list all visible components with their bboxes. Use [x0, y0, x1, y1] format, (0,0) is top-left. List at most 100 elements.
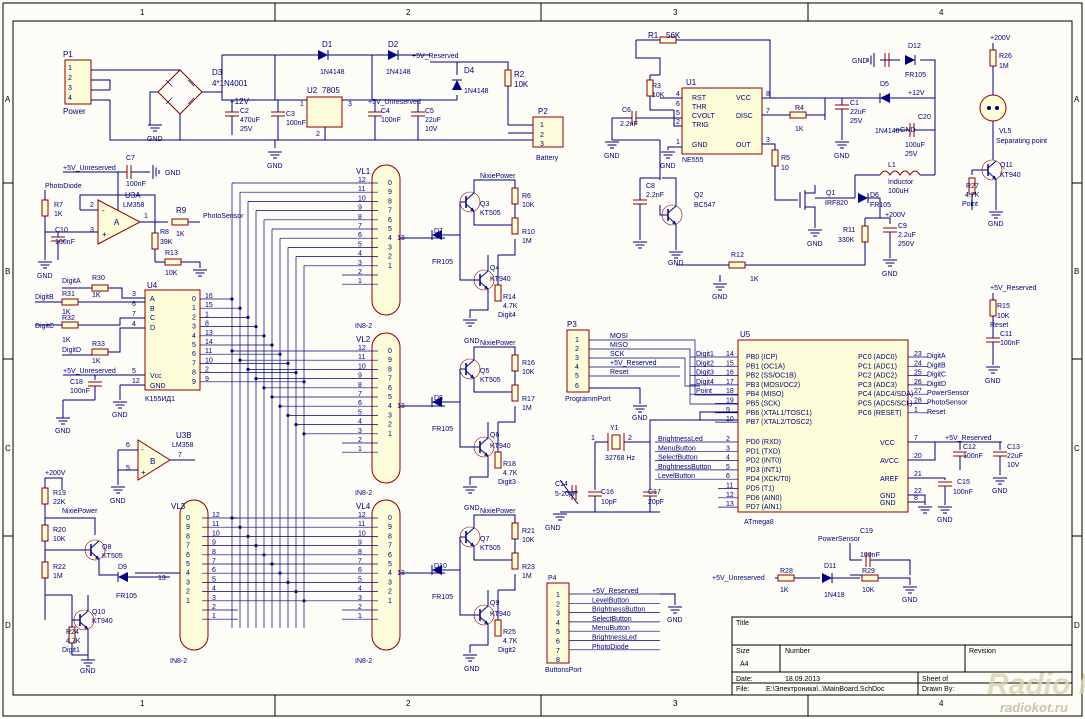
mcu-pin-label: PC0 (ADC0) — [858, 354, 897, 361]
svg-text:GND: GND — [464, 505, 480, 512]
svg-text:TRIG: TRIG — [692, 122, 709, 129]
mcu-pin-num: 15 — [726, 360, 734, 367]
svg-text:R23: R23 — [522, 564, 535, 571]
mcu-pin-label: PB6 (XTAL1/TOSC1) — [746, 410, 812, 417]
svg-text:R6: R6 — [522, 193, 531, 200]
mcu-u5 — [737, 339, 909, 513]
p3-pin-num: 1 — [575, 337, 579, 344]
svg-text:R32: R32 — [62, 315, 75, 322]
svg-text:13: 13 — [158, 575, 166, 582]
q2-ref: Q2 — [694, 192, 703, 199]
connector-p4 — [546, 582, 570, 664]
p4-net-label: LevelButton — [592, 597, 629, 604]
mcu-pin-label: PC1 (ADC1) — [858, 363, 897, 370]
svg-text:Q7: Q7 — [480, 536, 489, 543]
svg-text:C16: C16 — [601, 489, 614, 496]
anode-pin-num: 13 — [397, 570, 405, 577]
r13-ref: R13 — [165, 250, 178, 257]
svg-text:GND: GND — [632, 415, 648, 422]
svg-text:C14: C14 — [555, 481, 568, 488]
r3-val: 10K — [652, 92, 665, 99]
c7-gnd: GND — [165, 170, 181, 177]
tube-cathode-digit: 0 — [388, 348, 392, 355]
crystal-y1 — [607, 433, 625, 451]
col-label-4-bottom: 4 — [939, 699, 944, 708]
svg-text:D10: D10 — [434, 563, 447, 570]
p4-pin-num: 4 — [556, 620, 560, 627]
photo-section: +5V_Unreserved C7 100nF GND PhotoDiode R… — [37, 155, 244, 280]
svg-text:A: A — [150, 296, 155, 303]
svg-text:B: B — [150, 306, 155, 313]
svg-text:C13: C13 — [1007, 444, 1020, 451]
boost-plus12: +12V — [908, 90, 925, 97]
mcu-pin-num: 20 — [914, 453, 922, 460]
decoder-out-digit: 4 — [192, 333, 196, 340]
mcu-pin-label: PD0 (RXD) — [746, 439, 781, 446]
tube-pin-num: 4 — [358, 419, 362, 426]
u1-val: NE555 — [682, 157, 704, 164]
tube-pin-num: 3 — [212, 595, 216, 602]
mcu-net-label: Digit2 — [696, 360, 714, 367]
d12-ref: D12 — [908, 43, 921, 50]
size-value: A4 — [740, 661, 749, 668]
svg-text:R33: R33 — [92, 341, 105, 348]
decoder-in-pin-num: 5 — [132, 368, 136, 375]
r11-val: 330K — [838, 237, 855, 244]
svg-text:1: 1 — [144, 213, 148, 220]
svg-text:1: 1 — [591, 435, 595, 442]
svg-text:Reset: Reset — [990, 322, 1008, 329]
mcu-pin-label: PD1 (TXD) — [746, 448, 780, 455]
net-digita: DigitA — [62, 278, 81, 285]
svg-text:PowerSensor: PowerSensor — [818, 536, 861, 543]
mcu-pin-num: 26 — [914, 379, 922, 386]
svg-text:GND: GND — [112, 412, 128, 419]
decoder-out-digit: 2 — [192, 314, 196, 321]
svg-text:GND: GND — [902, 597, 918, 604]
watermark: Radio KOT radiokot.ru — [987, 668, 1085, 715]
tube-pin-num: 4 — [358, 586, 362, 593]
d4-val: 1N4148 — [464, 88, 489, 95]
file-value: E:\Электроника\..\MainBoard.SchDoc — [766, 686, 885, 693]
tube-cathode-digit: 9 — [388, 524, 392, 531]
tube-pin-num: 2 — [212, 604, 216, 611]
decoder-out-pin-num: 14 — [205, 339, 213, 346]
svg-text:10K: 10K — [522, 202, 535, 209]
p4-net-label: BrightnessLed — [592, 635, 637, 642]
mcu-pin-label: VCC — [880, 440, 895, 447]
svg-text:4.7K: 4.7K — [965, 192, 980, 199]
tube-cathode-digit: 3 — [388, 244, 392, 251]
svg-text:Q6: Q6 — [490, 432, 499, 439]
svg-text:1M: 1M — [53, 573, 63, 580]
net-digitd: DigitD — [62, 347, 81, 354]
p4-pin-num: 1 — [556, 592, 560, 599]
mcu-net-label: BrightnessButton — [658, 464, 711, 471]
svg-text:R21: R21 — [522, 528, 535, 535]
c1-v: 25V — [850, 118, 863, 125]
col-label-1-bottom: 1 — [140, 699, 145, 708]
tube-pin-num: 12 — [212, 512, 220, 519]
svg-text:C12: C12 — [963, 444, 976, 451]
tube-cathode-digit: 2 — [388, 589, 392, 596]
tube-pin-num: 6 — [212, 567, 216, 574]
svg-text:GND: GND — [852, 58, 868, 65]
svg-text:C17: C17 — [648, 489, 661, 496]
tube-pin-num: 5 — [212, 576, 216, 583]
svg-text:+5V_Reserved: +5V_Reserved — [945, 435, 992, 442]
photodiode-label: PhotoDiode — [45, 183, 82, 190]
decoder-out-digit: 1 — [192, 305, 196, 312]
c8-val: 2.2nF — [646, 192, 664, 199]
r4-ref: R4 — [795, 105, 804, 112]
p4-net-label: SelectButton — [592, 616, 632, 623]
boost-section: R1 56K R3 10K U1 NE555 RST THR CVOLT TRI… — [604, 31, 936, 301]
mcu-net-label: Digit1 — [696, 351, 714, 358]
tube-cathode-digit: 2 — [388, 422, 392, 429]
svg-text:Q10: Q10 — [92, 609, 105, 616]
revision-label: Revision — [969, 648, 996, 655]
watermark-logo: Radio KOT — [987, 668, 1085, 701]
tube-cathode-digit: 1 — [186, 598, 190, 605]
svg-text:2: 2 — [540, 132, 544, 139]
svg-text:6: 6 — [676, 101, 680, 108]
svg-text:+: + — [102, 230, 107, 239]
